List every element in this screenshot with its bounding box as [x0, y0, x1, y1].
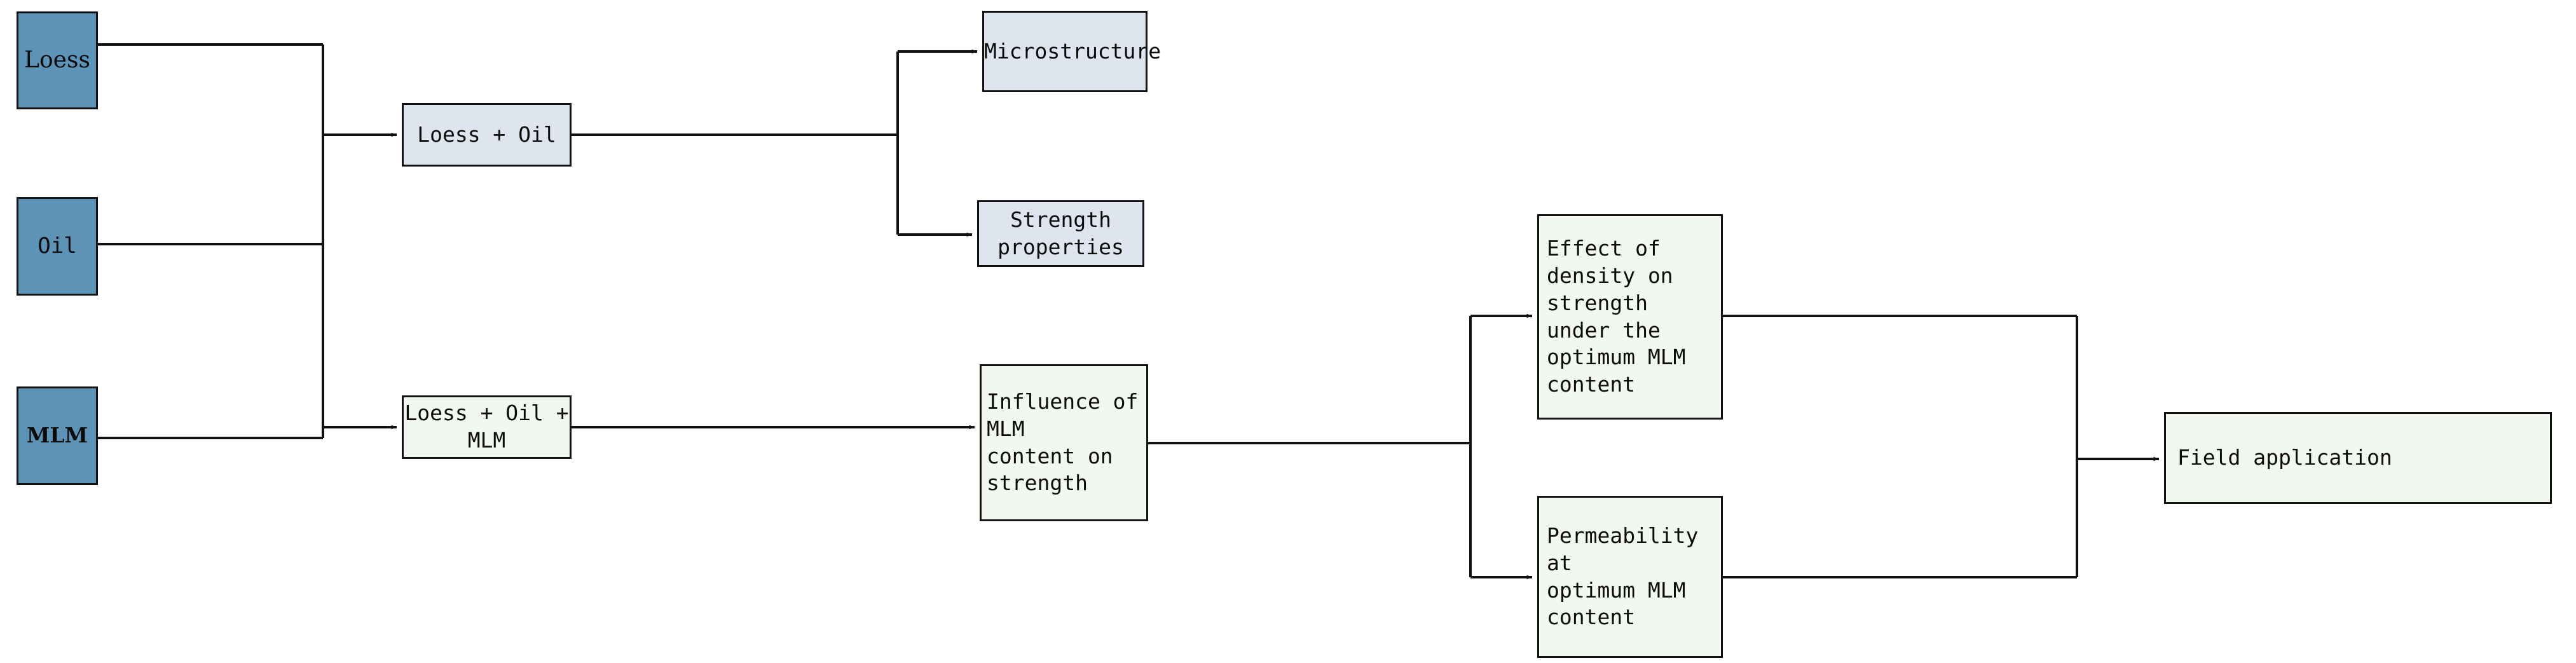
node-loess[interactable]: Loess — [17, 11, 98, 109]
node-strength-properties-label: Strength properties — [997, 207, 1124, 259]
node-field-application-label: Field application — [2177, 445, 2392, 470]
node-mlm-label: MLM — [26, 423, 88, 448]
node-loess-label: Loess — [24, 46, 90, 73]
node-loess-oil-label: Loess + Oil — [417, 121, 556, 147]
node-oil-label: Oil — [38, 233, 77, 259]
node-mlm[interactable]: MLM — [17, 386, 98, 485]
node-permeability[interactable]: Permeability at optimum MLM content — [1537, 496, 1723, 658]
node-oil[interactable]: Oil — [17, 197, 98, 296]
node-influence-mlm-label: Influence of MLM content on strength — [987, 388, 1139, 496]
node-strength-properties[interactable]: Strength properties — [977, 200, 1144, 267]
node-microstructure-label: Microstructure — [984, 38, 1161, 64]
node-field-application[interactable]: Field application — [2164, 412, 2552, 504]
node-microstructure[interactable]: Microstructure — [982, 11, 1161, 92]
node-permeability-label: Permeability at optimum MLM content — [1547, 523, 1699, 630]
node-influence-mlm[interactable]: Influence of MLM content on strength — [980, 364, 1148, 521]
node-effect-density-label: Effect of density on strength under the … — [1547, 235, 1686, 397]
node-loess-oil-mlm-label: Loess + Oil + MLM — [404, 400, 569, 453]
node-effect-density[interactable]: Effect of density on strength under the … — [1537, 214, 1723, 420]
node-loess-oil[interactable]: Loess + Oil — [402, 103, 572, 167]
node-loess-oil-mlm[interactable]: Loess + Oil + MLM — [402, 395, 572, 459]
